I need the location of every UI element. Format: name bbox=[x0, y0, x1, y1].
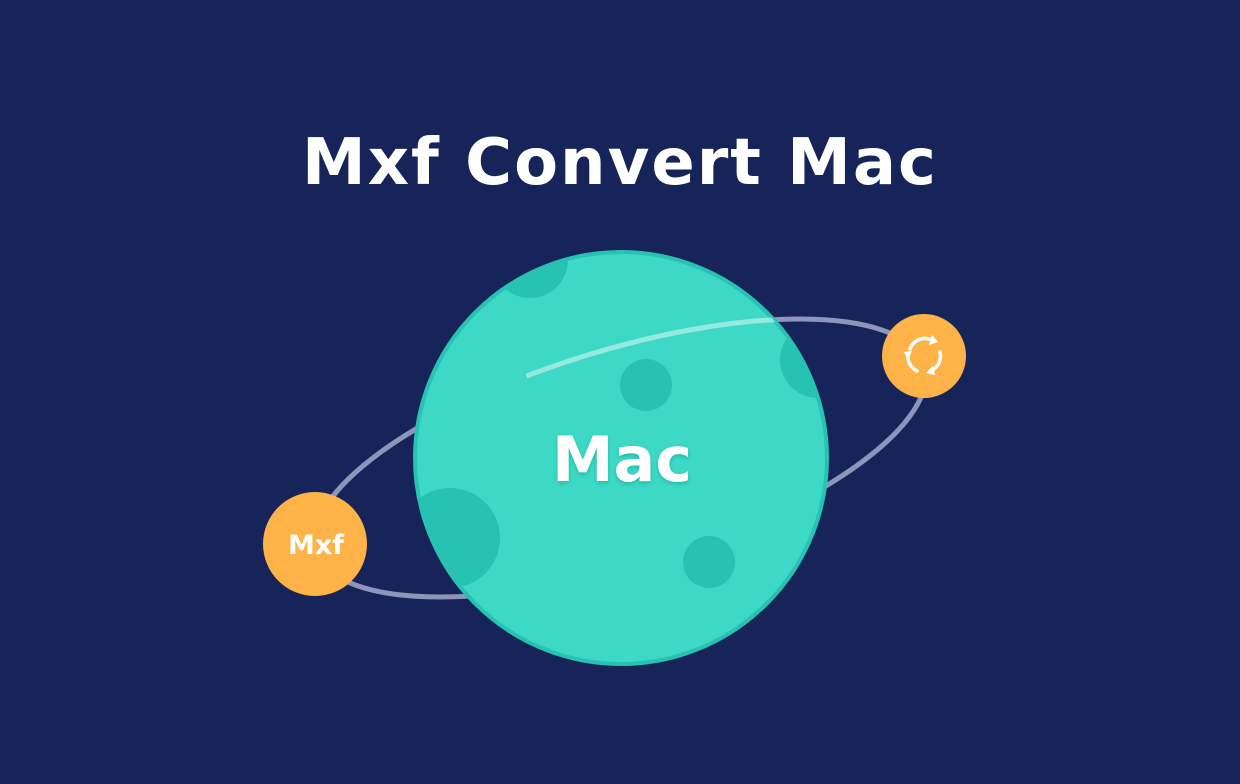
orbit-ring-front bbox=[415, 316, 827, 600]
page-title: Mxf Convert Mac bbox=[302, 126, 938, 200]
refresh-icon bbox=[904, 335, 943, 375]
planet-crater bbox=[780, 322, 827, 398]
planet-crater bbox=[620, 359, 672, 411]
planet-crater bbox=[683, 536, 735, 588]
mxf-badge: Mxf bbox=[263, 492, 367, 596]
planet: Mac bbox=[413, 250, 829, 666]
convert-badge bbox=[882, 314, 966, 398]
planet-label: Mac bbox=[552, 423, 692, 496]
mxf-badge-label: Mxf bbox=[288, 530, 344, 561]
